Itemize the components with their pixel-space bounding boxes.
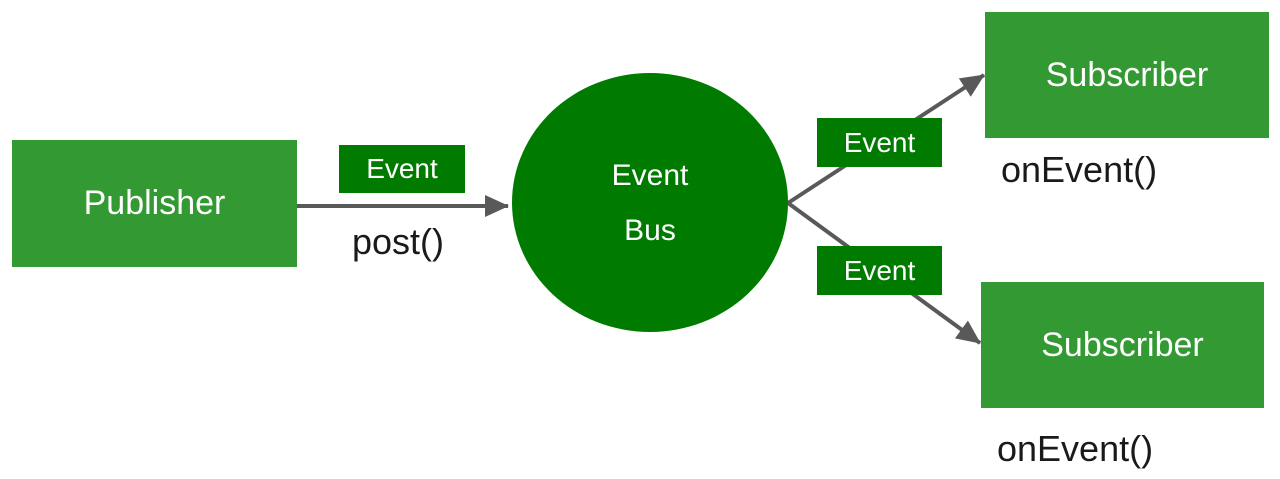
event-badge: Event	[817, 246, 942, 295]
onevent-method-label: onEvent()	[997, 428, 1154, 469]
event-bus-circle: Event Bus	[512, 73, 788, 332]
event-bus-label-line1: Event	[611, 158, 689, 192]
event-badge: Event	[339, 145, 465, 193]
subscriber-label: Subscriber	[1041, 325, 1204, 364]
event-badge-label: Event	[843, 126, 916, 158]
publisher-box: Publisher	[12, 140, 297, 267]
subscriber-label: Subscriber	[1045, 55, 1209, 94]
subscriber-box: Subscriber	[985, 12, 1269, 138]
event-badge-label: Event	[366, 153, 438, 184]
event-bus-label-line2: Bus	[624, 213, 676, 247]
event-badge-label: Event	[843, 254, 916, 286]
subscriber-box: Subscriber	[981, 282, 1264, 408]
event-badge: Event	[817, 118, 942, 167]
post-method-label: post()	[352, 221, 445, 262]
onevent-method-label: onEvent()	[1001, 149, 1158, 190]
publisher-label: Publisher	[83, 184, 226, 222]
